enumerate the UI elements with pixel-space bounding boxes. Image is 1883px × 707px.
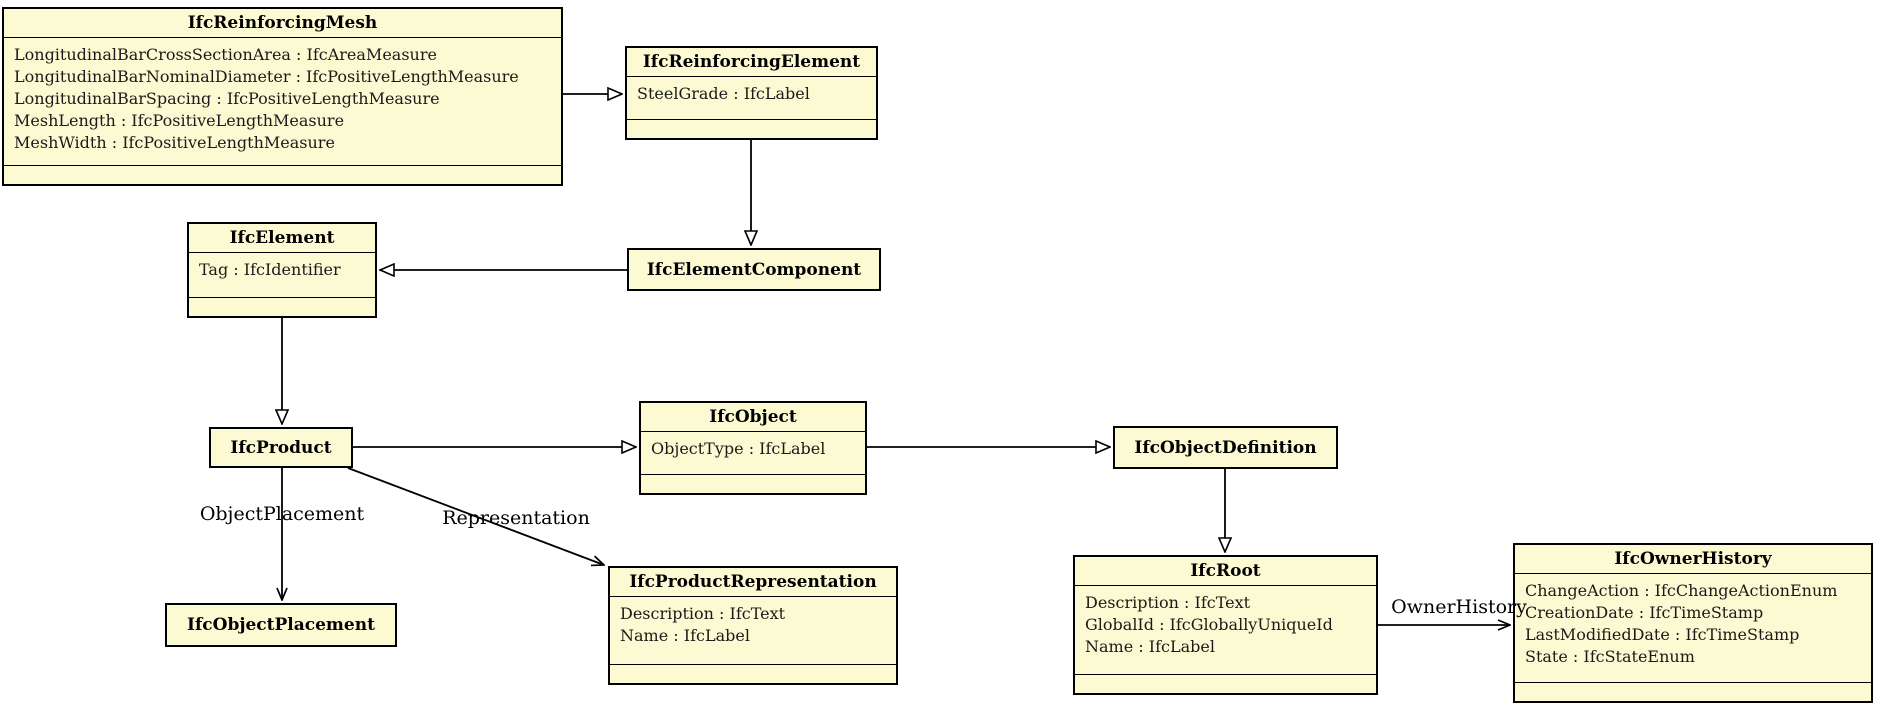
attribute-row: Tag : IfcIdentifier: [199, 260, 341, 279]
class-ifc-object-placement: IfcObjectPlacement: [165, 603, 397, 647]
class-title: IfcOwnerHistory: [1515, 545, 1871, 574]
class-attributes: ObjectType : IfcLabel: [641, 432, 865, 474]
attribute-row: ChangeAction : IfcChangeActionEnum: [1525, 581, 1838, 600]
class-ifc-element-component: IfcElementComponent: [627, 248, 881, 291]
class-ifc-reinforcing-element: IfcReinforcingElement SteelGrade : IfcLa…: [625, 46, 878, 140]
class-attributes: Description : IfcText GlobalId : IfcGlob…: [1075, 586, 1376, 674]
class-attributes: Tag : IfcIdentifier: [189, 253, 375, 297]
class-ifc-object-definition: IfcObjectDefinition: [1113, 426, 1338, 469]
class-ifc-owner-history: IfcOwnerHistory ChangeAction : IfcChange…: [1513, 543, 1873, 703]
attribute-row: Name : IfcLabel: [620, 626, 750, 645]
attribute-row: MeshWidth : IfcPositiveLengthMeasure: [14, 133, 335, 152]
class-title: IfcObject: [641, 403, 865, 432]
class-empty-compartment: [627, 119, 876, 138]
class-ifc-root: IfcRoot Description : IfcText GlobalId :…: [1073, 555, 1378, 695]
class-ifc-product-representation: IfcProductRepresentation Description : I…: [608, 566, 898, 685]
class-empty-compartment: [189, 297, 375, 316]
attribute-row: LongitudinalBarNominalDiameter : IfcPosi…: [14, 67, 519, 86]
class-ifc-element: IfcElement Tag : IfcIdentifier: [187, 222, 377, 318]
class-title: IfcProduct: [230, 437, 332, 458]
edge-product-to-productrepresentation: [347, 467, 604, 565]
attribute-row: Name : IfcLabel: [1085, 637, 1215, 656]
attribute-row: Description : IfcText: [620, 604, 786, 623]
class-title: IfcProductRepresentation: [610, 568, 896, 597]
attribute-row: LongitudinalBarSpacing : IfcPositiveLeng…: [14, 89, 440, 108]
class-title: IfcRoot: [1075, 557, 1376, 586]
class-ifc-reinforcing-mesh: IfcReinforcingMesh LongitudinalBarCrossS…: [2, 7, 563, 186]
class-title: IfcElementComponent: [646, 259, 862, 280]
class-title: IfcReinforcingMesh: [4, 9, 561, 38]
class-ifc-object: IfcObject ObjectType : IfcLabel: [639, 401, 867, 495]
attribute-row: State : IfcStateEnum: [1525, 647, 1695, 666]
class-empty-compartment: [641, 474, 865, 493]
class-title: IfcObjectPlacement: [187, 615, 375, 635]
class-title: IfcObjectDefinition: [1134, 437, 1317, 458]
class-empty-compartment: [610, 664, 896, 683]
class-title: IfcElement: [189, 224, 375, 253]
class-title: IfcReinforcingElement: [627, 48, 876, 77]
attribute-row: GlobalId : IfcGloballyUniqueId: [1085, 615, 1333, 634]
class-empty-compartment: [4, 165, 561, 184]
class-attributes: Description : IfcText Name : IfcLabel: [610, 597, 896, 664]
attribute-row: SteelGrade : IfcLabel: [637, 84, 810, 103]
class-ifc-product: IfcProduct: [209, 427, 353, 468]
class-attributes: ChangeAction : IfcChangeActionEnum Creat…: [1515, 574, 1871, 682]
edge-label-object-placement: ObjectPlacement: [199, 503, 365, 525]
attribute-row: MeshLength : IfcPositiveLengthMeasure: [14, 111, 345, 130]
edge-label-representation: Representation: [442, 507, 590, 529]
attribute-row: CreationDate : IfcTimeStamp: [1525, 603, 1764, 622]
class-empty-compartment: [1075, 674, 1376, 693]
attribute-row: LastModifiedDate : IfcTimeStamp: [1525, 625, 1800, 644]
class-empty-compartment: [1515, 682, 1871, 701]
class-attributes: SteelGrade : IfcLabel: [627, 77, 876, 119]
attribute-row: ObjectType : IfcLabel: [651, 439, 826, 458]
class-attributes: LongitudinalBarCrossSectionArea : IfcAre…: [4, 38, 561, 165]
attribute-row: Description : IfcText: [1085, 593, 1251, 612]
attribute-row: LongitudinalBarCrossSectionArea : IfcAre…: [14, 45, 437, 64]
edge-label-owner-history: OwnerHistory: [1391, 596, 1527, 618]
